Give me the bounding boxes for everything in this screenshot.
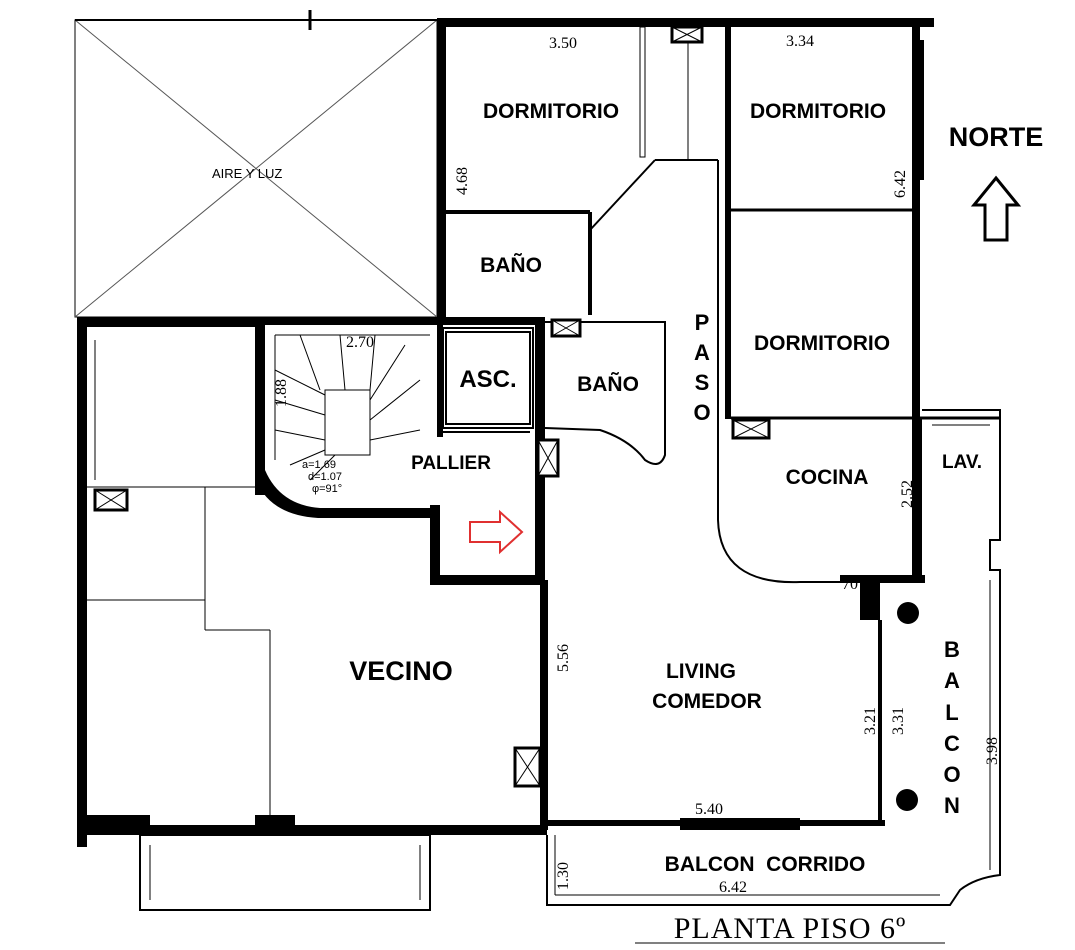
room-paso: P A S O: [693, 310, 710, 425]
room-bano-2: BAÑO: [577, 373, 639, 396]
duct-left: [93, 488, 129, 512]
duct-pallier: [536, 438, 560, 478]
balcon-letter-2: A: [944, 668, 960, 693]
wall-left: [77, 317, 87, 847]
light-well-label: AIRE Y LUZ: [212, 166, 282, 181]
wall-living-right: [878, 620, 882, 820]
paso-letter-4: O: [693, 400, 710, 425]
wall-elevator-left: [437, 317, 443, 437]
stair-core: [324, 389, 371, 456]
wall-right-window: [920, 40, 924, 180]
duct-cocina: [731, 418, 771, 440]
bano2-outline: [544, 321, 666, 465]
duct-living: [513, 746, 542, 788]
dim-331: 3.31: [890, 707, 907, 735]
room-bano-1: BAÑO: [480, 254, 542, 277]
cocina-curve: [717, 519, 840, 584]
wall-bedroom-mid: [725, 27, 731, 419]
wall-stair-curve: [256, 470, 440, 518]
staircase: a=1.69 d=1.07 φ=91°: [274, 334, 430, 495]
dim-350: 3.50: [549, 35, 577, 52]
window-living-bottom: [680, 818, 800, 830]
balcony-column-bottom: [896, 789, 918, 811]
elevator-box-outer: [442, 327, 534, 429]
room-pallier: PALLIER: [411, 453, 491, 474]
stair-note-phi: φ=91°: [312, 483, 342, 495]
duct-bano2: [550, 318, 582, 338]
paso-letter-2: A: [694, 340, 710, 365]
dim-70: 70: [842, 576, 858, 593]
light-well-diagonal-2: [74, 19, 438, 318]
dim-468: 4.68: [454, 167, 471, 195]
wall-bottom: [77, 825, 547, 835]
balcon-letter-4: C: [944, 731, 960, 756]
elevator: ASC.: [442, 327, 534, 433]
stair-steps: [274, 334, 430, 481]
wall-stair-top: [255, 317, 540, 325]
stair-note-a: a=1.69: [302, 459, 336, 471]
north-label: NORTE: [949, 122, 1044, 152]
plan-title: PLANTA PISO 6º: [674, 912, 907, 945]
paso-letter-3: S: [695, 370, 710, 395]
room-living: LIVING: [666, 660, 736, 683]
wall-column-right: [860, 580, 880, 620]
wall-top: [437, 18, 934, 27]
stair-note-d: d=1.07: [308, 471, 342, 483]
wall-cocina-bottom: [840, 575, 925, 583]
room-cocina: COCINA: [786, 466, 869, 489]
room-balcon: B A L C O N: [943, 637, 960, 818]
wall-living-left: [540, 580, 548, 830]
balcony-outline: [546, 409, 1001, 906]
paso-diagonal-line: [589, 159, 656, 231]
ducts: [93, 25, 771, 788]
room-dormitorio-2: DORMITORIO: [750, 100, 886, 123]
north-arrow-icon: [970, 175, 1022, 242]
balcon-letter-3: L: [945, 700, 958, 725]
light-well: AIRE Y LUZ: [74, 10, 438, 318]
dim-398: 3.98: [984, 737, 1001, 765]
dim-334: 3.34: [786, 33, 814, 50]
room-balcon-corrido: BALCON CORRIDO: [665, 853, 866, 876]
balcony-left: [139, 834, 431, 911]
wall-column-bottom-left: [255, 815, 295, 833]
balcon-letter-1: B: [944, 637, 960, 662]
room-vecino: VECINO: [349, 656, 453, 686]
dim-270: 2.70: [346, 334, 374, 351]
dim-252: 2.52: [899, 480, 916, 508]
wall-corner-bottom-left: [80, 815, 150, 835]
dim-188: 1.88: [273, 379, 290, 407]
dim-556: 5.56: [555, 644, 572, 672]
wall-pallier-left: [430, 505, 440, 585]
elevator-box: [445, 331, 531, 425]
wall-left-top: [77, 317, 257, 327]
entry-arrow-icon: [469, 509, 524, 555]
room-dormitorio-3: DORMITORIO: [754, 332, 890, 355]
thin-lines: [80, 40, 1001, 911]
wall-right: [912, 18, 920, 420]
dim-540: 5.40: [695, 801, 723, 818]
room-comedor: COMEDOR: [652, 690, 762, 713]
dim-130: 1.30: [555, 862, 572, 890]
walls: [77, 18, 1000, 847]
wall-cocina-right: [912, 418, 922, 578]
wall-bedroom-left: [437, 18, 446, 318]
dim-642-horizontal: 6.42: [719, 879, 747, 896]
balcony-column-top: [897, 602, 919, 624]
duct-top: [670, 25, 704, 44]
paso-letter-1: P: [695, 310, 710, 335]
elevator-label: ASC.: [459, 366, 516, 393]
dim-642-vertical: 6.42: [892, 170, 909, 198]
balcon-letter-5: O: [943, 762, 960, 787]
balcon-letter-6: N: [944, 793, 960, 818]
dim-321: 3.21: [862, 707, 879, 735]
wall-pallier-bottom: [430, 575, 545, 585]
room-dormitorio-1: DORMITORIO: [483, 100, 619, 123]
wall-dorm1-right: [639, 26, 646, 158]
room-lav: LAV.: [942, 452, 982, 473]
wall-stair-left: [255, 317, 265, 495]
